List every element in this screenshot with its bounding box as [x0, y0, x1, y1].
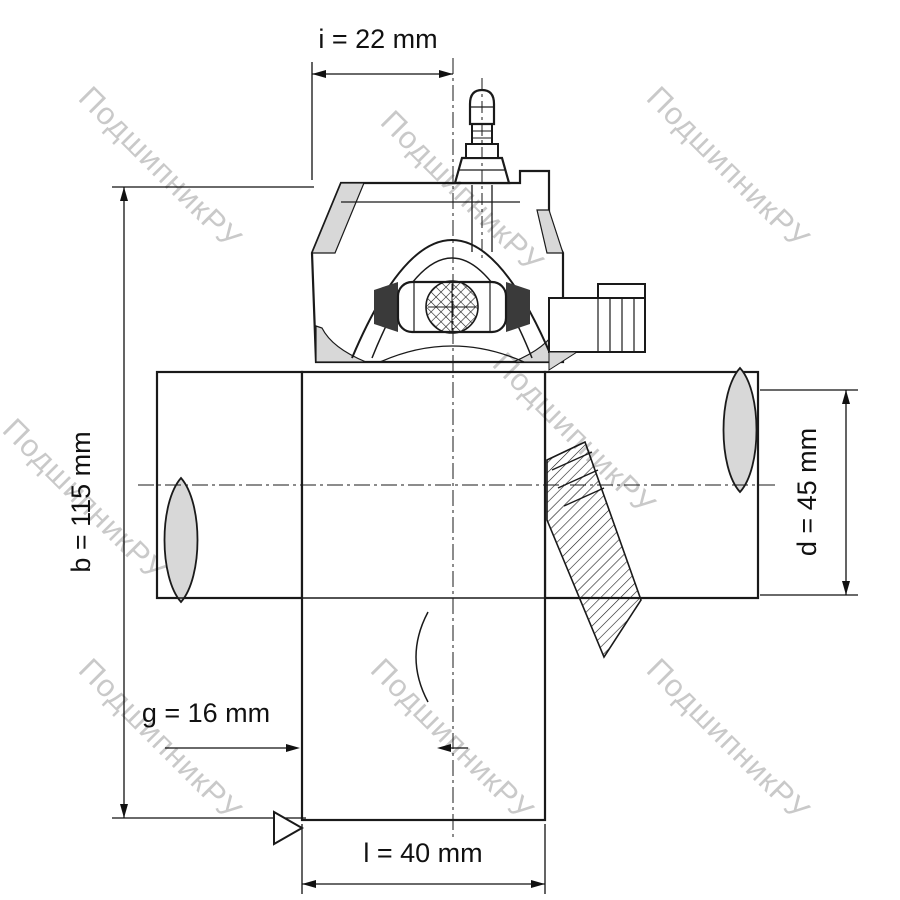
dim-b-label: b = 115 mm — [66, 431, 96, 572]
bearing-housing — [310, 169, 565, 364]
dim-d-label: d = 45 mm — [792, 428, 822, 556]
seat-bottom-arc — [379, 345, 525, 363]
seal-left — [374, 282, 398, 332]
arrowhead — [286, 744, 300, 752]
shaft-break-left — [163, 476, 199, 604]
dim-l-label: l = 40 mm — [363, 838, 482, 868]
bearing-core — [374, 280, 530, 334]
inner-ring-sleeve — [157, 370, 758, 822]
housing-base-shade-left — [315, 325, 367, 363]
arrowhead — [531, 880, 545, 888]
arrowhead — [842, 581, 850, 595]
thread-line — [563, 487, 605, 507]
sleeve-groove — [415, 611, 429, 703]
arrowhead — [120, 187, 128, 201]
dimension-l — [301, 824, 546, 894]
dimension-g — [165, 744, 468, 752]
sleeve-body — [300, 370, 547, 822]
housing-shade-left — [311, 182, 365, 254]
dimension-i — [311, 62, 453, 180]
dimension-b — [112, 186, 314, 819]
housing-shade-right — [536, 209, 564, 254]
shaft-break-right — [722, 366, 758, 494]
dim-i-label: i = 22 mm — [318, 24, 437, 54]
locking-collar — [548, 283, 646, 371]
centerlines — [138, 58, 775, 838]
arrowhead — [312, 70, 326, 78]
thread-line — [551, 451, 593, 471]
collar-step — [597, 283, 646, 299]
arrowhead — [842, 390, 850, 404]
datum-triangle-icon — [273, 810, 305, 846]
dimension-d — [760, 389, 858, 596]
set-screw-body — [546, 440, 642, 659]
arrowhead — [120, 804, 128, 818]
dim-g-label: g = 16 mm — [142, 698, 270, 728]
collar-shade — [548, 351, 579, 371]
arrowhead — [302, 880, 316, 888]
collar-block — [548, 297, 646, 353]
seal-right — [506, 282, 530, 332]
arrowhead — [439, 70, 453, 78]
arrowhead — [437, 744, 451, 752]
